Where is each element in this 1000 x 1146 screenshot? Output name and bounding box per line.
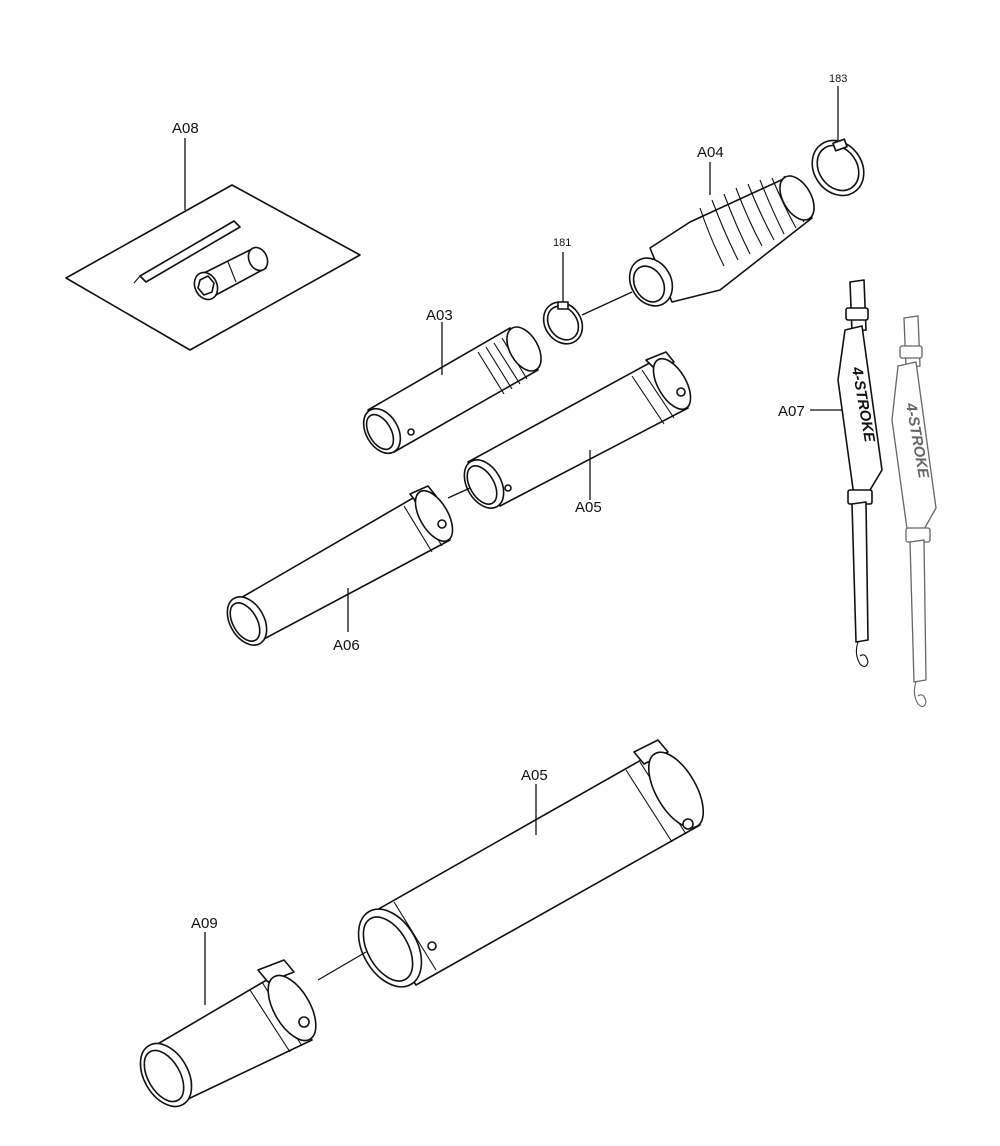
label-a03: A03 (426, 307, 453, 324)
label-a04: A04 (697, 144, 724, 161)
label-a09: A09 (191, 915, 218, 932)
tube-a05-lower (357, 739, 705, 988)
label-a05-lower: A05 (521, 767, 548, 784)
label-181: 181 (553, 237, 571, 249)
hose-clamp-181 (542, 252, 584, 345)
bellows-hose-a04 (581, 162, 815, 316)
label-a07: A07 (778, 403, 805, 420)
nozzle-a09 (139, 932, 317, 1108)
label-183: 183 (829, 73, 847, 85)
tool-kit-a08 (65, 138, 361, 351)
box-wrench (193, 246, 269, 301)
label-a08: A08 (172, 120, 199, 137)
tube-a06 (226, 485, 454, 646)
label-a05-upper: A05 (575, 499, 602, 516)
connector-line (447, 487, 471, 499)
shoulder-strap-a07: 4-STROKE 4-STROKE (810, 279, 937, 708)
connector-line-lower (317, 951, 367, 981)
hose-clamp-183 (811, 86, 865, 197)
tube-a05-upper (463, 351, 692, 509)
tube-a03 (362, 322, 542, 455)
label-a06: A06 (333, 637, 360, 654)
